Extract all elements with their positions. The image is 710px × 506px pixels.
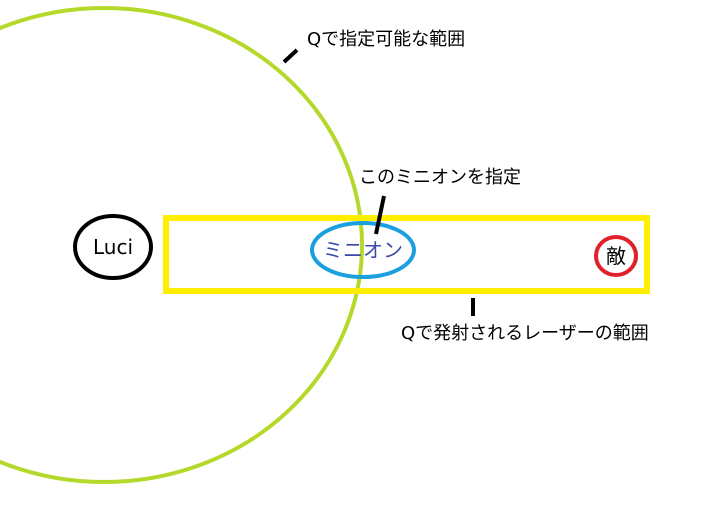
laser-range-rect <box>163 215 650 294</box>
q-range-pointer-line <box>282 48 299 64</box>
q-range-label: Qで指定可能な範囲 <box>307 29 465 50</box>
enemy-label: 敵 <box>606 244 626 268</box>
target-minion-pointer-line <box>374 195 386 235</box>
luci-label: Luci <box>93 235 133 259</box>
minion-label: ミニオン <box>323 238 403 262</box>
luci-ellipse <box>73 214 153 280</box>
laser-range-label: Qで発射されるレーザーの範囲 <box>401 323 649 344</box>
q-range-circle <box>0 6 364 484</box>
enemy-ellipse <box>594 235 638 277</box>
target-minion-label: このミニオンを指定 <box>359 167 521 188</box>
minion-ellipse <box>310 221 416 279</box>
